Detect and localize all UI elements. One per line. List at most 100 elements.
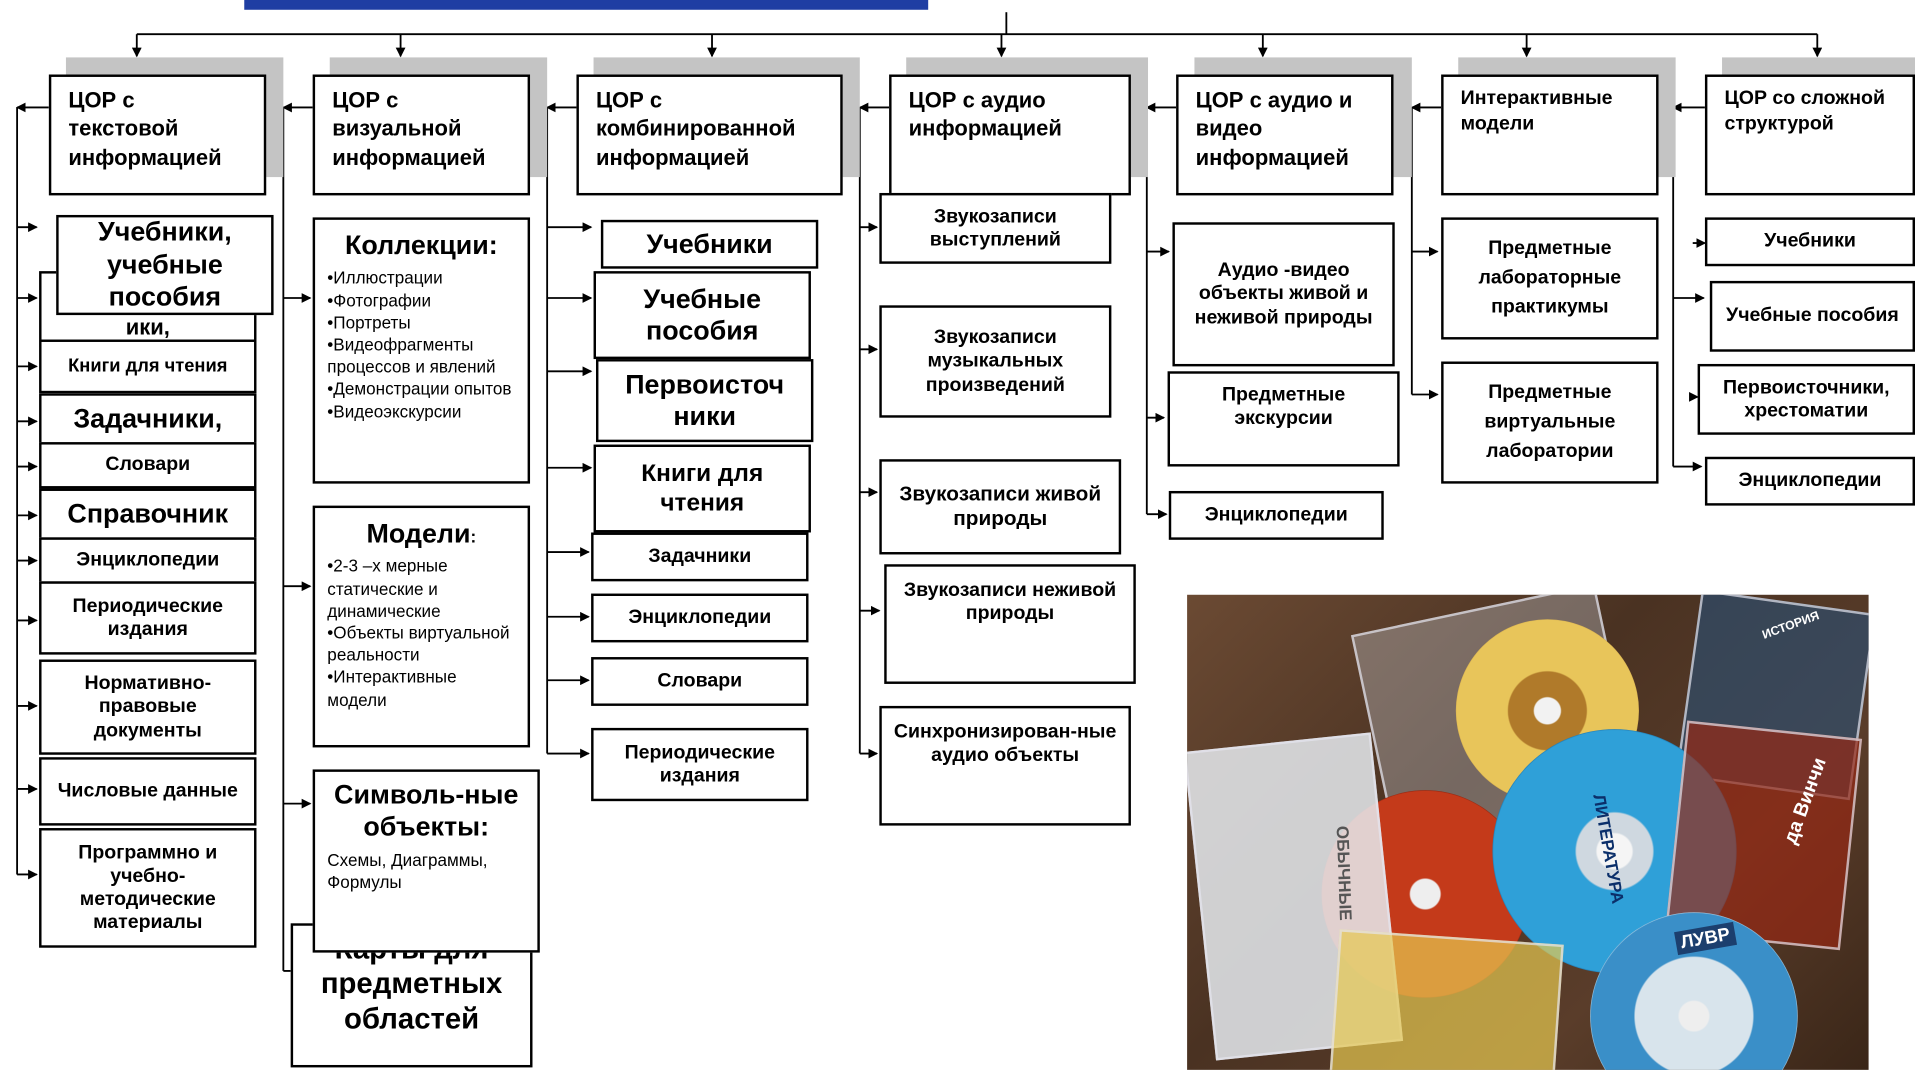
combined-item-sources: Первоисточ ники <box>595 359 814 443</box>
audio-item-inanimate: Звукозаписи неживой природы <box>884 564 1136 684</box>
item-label: Задачники, <box>73 402 223 434</box>
header-visual-info: ЦОР с визуальной информацией <box>312 74 531 196</box>
combined-item-encyclopedias: Энциклопедии <box>591 593 809 643</box>
combined-item-periodicals: Периодические издания <box>591 727 809 802</box>
item-label: Предметные лабораторные практикумы <box>1478 238 1622 318</box>
item-label: Учебники, учебные пособия <box>98 216 232 312</box>
complex-item-textbooks: Учебники <box>1704 217 1915 267</box>
item-label: Книги для чтения <box>641 460 764 517</box>
text-item-numeric-data: Числовые данные <box>39 757 257 826</box>
visual-symbolic: Символь-ные объекты: Схемы, Диаграммы, Ф… <box>312 769 540 953</box>
item-label: Учебные пособия <box>643 282 762 346</box>
models-list: 2-3 –х мерные статические и динамические… <box>327 555 515 710</box>
header-label: ЦОР с текстовой информацией <box>68 87 222 170</box>
item-label: Учебники <box>1764 231 1856 253</box>
item-label: Звукозаписи живой природы <box>899 481 1102 531</box>
audio-item-synchronized: Синхронизирован-ные аудио объекты <box>879 705 1131 826</box>
item-label: Предметные виртуальные лаборатории <box>1484 382 1616 462</box>
header-complex-structure: ЦОР со сложной структурой <box>1704 74 1915 196</box>
models-item: Объекты виртуальной реальности <box>327 622 515 666</box>
text-item-handbook: Справочник <box>39 488 257 540</box>
complex-item-manuals: Учебные пособия <box>1709 280 1915 352</box>
text-item-dictionaries: Словари <box>39 442 257 489</box>
symbolic-text: Схемы, Диаграммы, Формулы <box>327 849 488 892</box>
item-label: Программно и учебно-методические материа… <box>78 842 218 934</box>
item-label: Справочник <box>67 498 229 529</box>
header-audio-info: ЦОР с аудио информацией <box>889 74 1131 196</box>
header-label: Интерактивные модели <box>1460 87 1613 135</box>
visual-collections: Коллекции: Иллюстрации Фотографии Портре… <box>312 217 531 484</box>
models-title: Модели: <box>327 518 515 550</box>
item-label: Предметные экскурсии <box>1221 384 1346 429</box>
cd-collection-photo: ЛИТЕРАТУРА да Винчи ЛУВР ОБЫЧНЫЕ ИСТОРИЯ <box>1187 594 1869 1070</box>
collections-title: Коллекции: <box>344 229 498 261</box>
item-label: Нормативно-правовые документы <box>84 673 212 741</box>
header-label: ЦОР с аудио информацией <box>908 87 1062 141</box>
item-label: Первоисточники, хрестоматии <box>1723 377 1890 422</box>
text-item-reading-books: Книги для чтения <box>39 339 257 394</box>
item-label: Числовые данные <box>57 780 238 802</box>
combined-item-problem-books: Задачники <box>591 532 809 582</box>
item-label: ики, <box>125 315 170 341</box>
header-audio-video-info: ЦОР с аудио и видео информацией <box>1176 74 1394 196</box>
item-label: Книги для чтения <box>68 355 228 377</box>
item-label: Энциклопедии <box>76 550 220 571</box>
item-label: Периодические издания <box>624 742 776 787</box>
item-label: Периодические издания <box>72 595 224 640</box>
visual-models: Модели: 2-3 –х мерные статические и дина… <box>312 505 531 748</box>
item-label: Аудио -видео объекты живой и неживой при… <box>1194 260 1373 329</box>
audio-item-speeches: Звукозаписи выступлений <box>879 192 1112 264</box>
item-label: Словари <box>105 454 191 476</box>
cd-case <box>1328 929 1564 1070</box>
header-interactive-models: Интерактивные модели <box>1441 74 1659 196</box>
photo-text: ОБЫЧНЫЕ <box>1333 825 1356 921</box>
combined-item-manuals: Учебные пособия <box>593 271 811 360</box>
item-label: Звукозаписи музыкальных произведений <box>925 327 1065 396</box>
audio-item-nature: Звукозаписи живой природы <box>879 459 1122 555</box>
interactive-item-virtual-labs: Предметные виртуальные лаборатории <box>1441 361 1659 484</box>
models-colon: : <box>470 526 477 546</box>
interactive-item-practicums: Предметные лабораторные практикумы <box>1441 217 1659 340</box>
av-item-objects: Аудио -видео объекты живой и неживой при… <box>1172 222 1395 367</box>
text-item-legal-docs: Нормативно-правовые документы <box>39 659 257 755</box>
models-title-text: Модели <box>366 517 471 549</box>
header-label: ЦОР с аудио и видео информацией <box>1195 87 1353 170</box>
header-label: ЦОР с визуальной информацией <box>332 87 486 170</box>
av-item-encyclopedias: Энциклопедии <box>1168 490 1384 540</box>
item-label: Первоисточ ники <box>625 368 785 432</box>
item-label: Энциклопедии <box>628 607 772 629</box>
item-label: Энциклопедии <box>1738 470 1882 492</box>
item-label: Учебники <box>646 228 773 259</box>
header-text-info: ЦОР с текстовой информацией <box>48 74 267 196</box>
audio-item-music: Звукозаписи музыкальных произведений <box>879 305 1112 418</box>
complex-item-sources: Первоисточники, хрестоматии <box>1697 363 1915 435</box>
header-label: ЦОР со сложной структурой <box>1724 87 1885 135</box>
collections-item: Фотографии <box>327 289 515 311</box>
collections-item: Демонстрации опытов <box>327 378 515 400</box>
title-fragment <box>244 0 929 10</box>
item-label: Энциклопедии <box>1204 504 1348 526</box>
item-label: Словари <box>657 670 743 692</box>
collections-list: Иллюстрации Фотографии Портреты Видеофра… <box>327 267 515 422</box>
complex-item-encyclopedias: Энциклопедии <box>1704 456 1915 506</box>
text-item-methodical: Программно и учебно-методические материа… <box>39 828 257 948</box>
collections-item: Портреты <box>327 311 515 333</box>
item-label: Синхронизирован-ные аудио объекты <box>893 721 1117 766</box>
combined-item-dictionaries: Словари <box>591 657 809 706</box>
models-item: 2-3 –х мерные статические и динамические <box>327 555 515 622</box>
text-item-textbooks: Учебники, учебные пособия <box>56 214 274 316</box>
collections-item: Иллюстрации <box>327 267 515 289</box>
header-label: ЦОР с комбинированной информацией <box>595 87 796 170</box>
combined-item-reading-books: Книги для чтения <box>593 444 811 533</box>
collections-item: Видеоэкскурсии <box>327 400 515 422</box>
item-label: Задачники <box>648 546 752 568</box>
text-item-problem-books: Задачники, <box>39 393 257 445</box>
av-item-excursions: Предметные экскурсии <box>1167 371 1400 467</box>
item-label: Звукозаписи выступлений <box>929 206 1061 251</box>
item-label: Учебные пособия <box>1726 305 1899 327</box>
combined-item-textbooks: Учебники <box>600 219 819 269</box>
item-label: Звукозаписи неживой природы <box>903 580 1117 625</box>
header-combined-info: ЦОР с комбинированной информацией <box>576 74 843 196</box>
